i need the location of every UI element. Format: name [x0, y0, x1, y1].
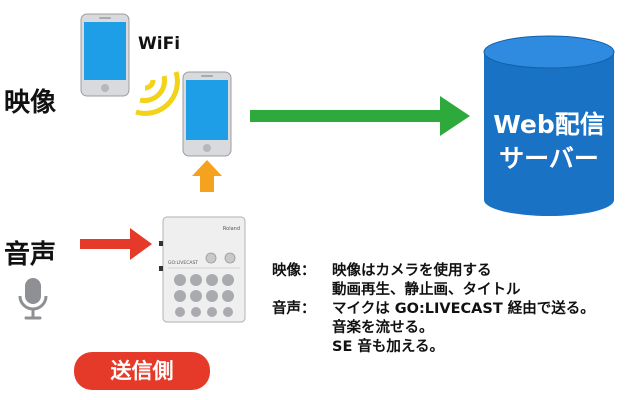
red-arrow-icon: [80, 228, 152, 260]
orange-arrow-icon: [192, 160, 222, 192]
wifi-waves-icon: [135, 71, 180, 116]
device-brand: Roland: [223, 226, 240, 232]
sender-badge: 送信側: [74, 352, 210, 390]
video-label: 映像: [4, 88, 57, 118]
video-desc-line: 動画再生、静止画、タイトル: [332, 282, 521, 298]
video-desc-head: 映像：: [272, 263, 316, 279]
device-model: GO:LIVECAST: [168, 260, 198, 266]
audio-desc-line: 音楽を流せる。: [332, 320, 434, 336]
video-desc-row: 映像： 映像はカメラを使用する: [272, 262, 595, 281]
video-desc-row: 動画再生、静止画、タイトル: [272, 281, 595, 300]
server-label-line2: サーバー: [499, 144, 599, 173]
smartphone-icon: [182, 71, 232, 157]
description-block: 映像： 映像はカメラを使用する 動画再生、静止画、タイトル 音声： マイクは G…: [272, 262, 595, 357]
server-database-icon: [483, 35, 615, 216]
wifi-label: WiFi: [138, 34, 181, 54]
audio-desc-line: SE 音も加える。: [332, 339, 444, 355]
audio-label: 音声: [4, 240, 57, 270]
audio-desc-row: SE 音も加える。: [272, 338, 595, 357]
server-label: Web配信 サーバー: [484, 108, 614, 176]
server-label-line1: Web配信: [493, 110, 605, 139]
audio-desc-head: 音声：: [272, 301, 316, 317]
audio-desc-row: 音楽を流せる。: [272, 319, 595, 338]
livecast-device-icon: Roland GO:LIVECAST: [159, 216, 246, 323]
audio-desc-line: マイクは GO:LIVECAST 経由で送る。: [332, 301, 595, 317]
microphone-icon: [18, 278, 48, 320]
video-desc-line: 映像はカメラを使用する: [332, 263, 492, 279]
audio-desc-row: 音声： マイクは GO:LIVECAST 経由で送る。: [272, 300, 595, 319]
smartphone-icon: [80, 13, 130, 97]
green-arrow-icon: [250, 96, 470, 136]
